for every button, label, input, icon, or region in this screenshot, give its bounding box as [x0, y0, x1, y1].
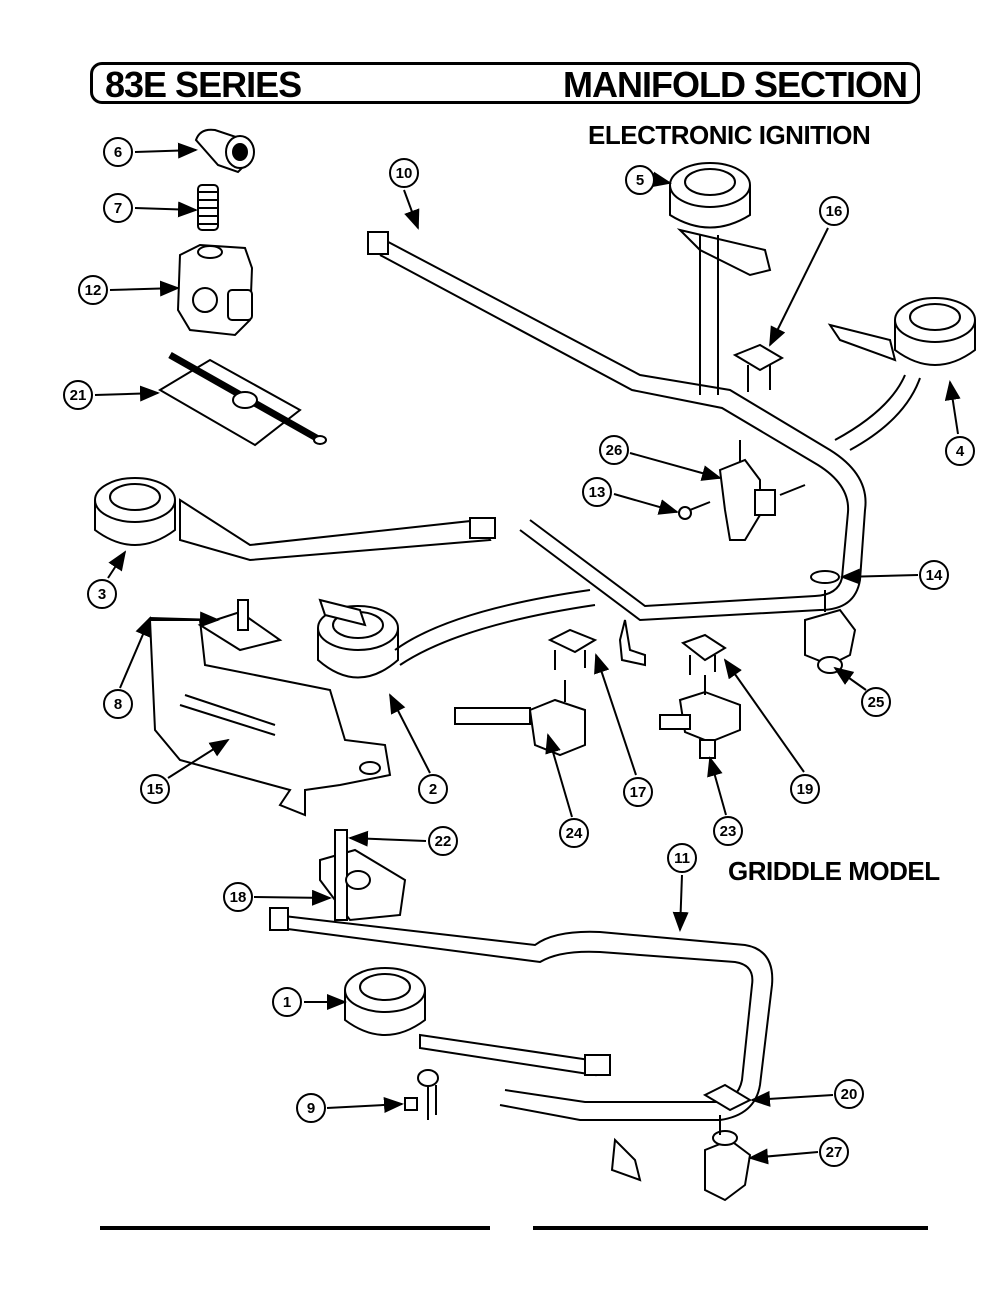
callout-10-label: 10 [396, 165, 413, 182]
callout-3-label: 3 [98, 586, 106, 603]
callout-7-label: 7 [114, 200, 122, 217]
section-title: MANIFOLD SECTION [563, 64, 908, 105]
callout-13 [582, 477, 612, 507]
callout-13-label: 13 [589, 484, 606, 501]
callout-19-label: 19 [797, 781, 814, 798]
callout-20 [834, 1079, 864, 1109]
callout-8 [103, 689, 133, 719]
right-valve-part [804, 570, 857, 674]
callout-24-label: 24 [566, 825, 583, 842]
callout-15-label: 15 [147, 781, 164, 798]
valve-bracket-19-part [680, 633, 727, 675]
callout-23 [713, 816, 743, 846]
burner-left-part [94, 477, 496, 562]
callout-11-label: 11 [674, 850, 690, 867]
threaded-nipple-part [197, 184, 219, 231]
valve-23-part [659, 675, 741, 759]
electronic-ignition-heading: ELECTRONIC IGNITION [588, 120, 871, 150]
callout-27 [819, 1137, 849, 1167]
callout-16-label: 16 [826, 203, 843, 220]
valve-24-part [454, 680, 586, 757]
callout-8-label: 8 [114, 696, 122, 713]
callout-15 [140, 774, 170, 804]
electrode-bracket-part [732, 343, 785, 392]
mounting-plate-part [148, 599, 392, 817]
callout-21-label: 21 [70, 387, 87, 404]
callout-14-label: 14 [926, 567, 943, 584]
callout-27-label: 27 [826, 1144, 843, 1161]
griddle-bracket-part [319, 829, 407, 922]
griddle-bracket-20-part [702, 1083, 753, 1112]
callout-14 [919, 560, 949, 590]
callout-5 [625, 165, 655, 195]
burner-center-part [317, 589, 596, 679]
burner-top-center-part [669, 162, 772, 395]
callout-25 [861, 687, 891, 717]
callout-12 [78, 275, 108, 305]
callout-26 [599, 435, 629, 465]
callout-22 [428, 826, 458, 856]
spark-igniter-part [404, 1069, 439, 1120]
callout-2 [418, 774, 448, 804]
callout-9 [296, 1093, 326, 1123]
footer-rule-left [100, 1226, 490, 1230]
callout-20-label: 20 [841, 1086, 858, 1103]
callout-17-label: 17 [630, 784, 647, 801]
callout-2-label: 2 [429, 781, 437, 798]
callout-24 [559, 818, 589, 848]
valve-bracket-part [158, 351, 327, 447]
burner-right-part [827, 297, 976, 451]
callout-17 [623, 777, 653, 807]
pressure-regulator-part [176, 243, 254, 337]
callout-16 [819, 196, 849, 226]
callout-6-label: 6 [114, 144, 122, 161]
callout-10 [389, 158, 419, 188]
callout-22-label: 22 [435, 833, 452, 850]
griddle-burner-part [344, 967, 611, 1077]
callout-18-label: 18 [230, 889, 247, 906]
callout-21 [63, 380, 93, 410]
valve-bracket-17-part [547, 628, 598, 670]
callout-11 [667, 843, 697, 873]
callout-26-label: 26 [606, 442, 623, 459]
center-valve-part [718, 440, 806, 541]
callout-1-label: 1 [283, 994, 291, 1011]
callout-1 [272, 987, 302, 1017]
callout-12-label: 12 [85, 282, 102, 299]
callout-19 [790, 774, 820, 804]
footer-rule-right [533, 1226, 928, 1230]
main-manifold-pipe [367, 231, 867, 622]
griddle-model-heading: GRIDDLE MODEL [728, 856, 940, 886]
callout-23-label: 23 [720, 823, 737, 840]
diagram-title-box: 83E SERIES MANIFOLD SECTION [90, 62, 920, 105]
series-title: 83E SERIES [105, 64, 302, 105]
elbow-fitting-part [194, 128, 255, 174]
callout-5-label: 5 [636, 172, 644, 189]
callout-4-label: 4 [956, 443, 965, 460]
callout-7 [103, 193, 133, 223]
callout-25-label: 25 [868, 694, 885, 711]
callout-3 [87, 579, 117, 609]
callout-4 [945, 436, 975, 466]
mounting-screw-part [678, 501, 711, 520]
callout-9-label: 9 [307, 1100, 315, 1117]
callout-18 [223, 882, 253, 912]
griddle-valve-27-part [704, 1115, 752, 1202]
callout-6 [103, 137, 133, 167]
